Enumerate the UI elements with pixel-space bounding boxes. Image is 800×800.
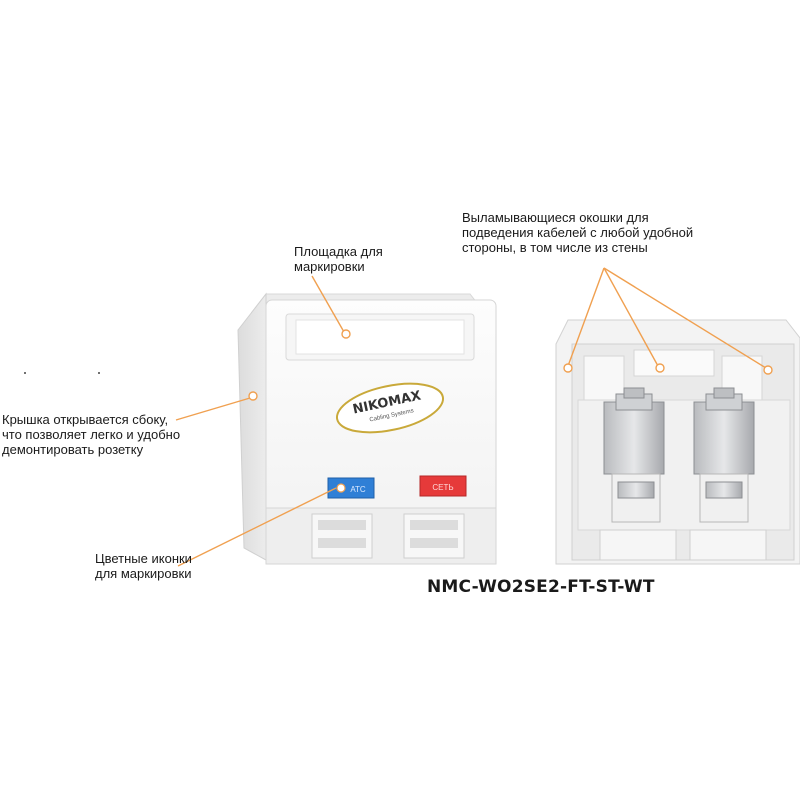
keystone-module-right <box>693 387 755 523</box>
nikomax-logo: NIKOMAX Cabling Systems <box>335 382 445 434</box>
stray-dot <box>98 372 100 374</box>
open-socket-box <box>555 319 800 565</box>
color-icon-right: СЕТЬ <box>419 475 467 497</box>
model-number: NMC-WO2SE2-FT-ST-WT <box>427 577 655 597</box>
color-icon-right-label: СЕТЬ <box>432 483 453 492</box>
bottom-openings <box>265 507 497 565</box>
closed-socket-box: NIKOMAX Cabling Systems АТС СЕТЬ <box>237 292 497 565</box>
callout-dots <box>248 329 773 401</box>
color-icon-left: АТС <box>327 477 375 499</box>
marking-window <box>285 313 475 361</box>
color-icon-left-label: АТС <box>350 485 366 494</box>
stray-dot <box>24 372 26 374</box>
callout-color-icons: Цветные иконки для маркировки <box>95 551 192 581</box>
callout-knockouts: Выламывающиеся окошки для подведения каб… <box>462 210 694 255</box>
callout-marking-area: Площадка для маркировки <box>294 244 383 274</box>
callout-side-lid: Крышка открывается сбоку, что позволяет … <box>2 412 181 457</box>
callout-lines <box>175 267 767 567</box>
keystone-module-left <box>603 387 665 523</box>
